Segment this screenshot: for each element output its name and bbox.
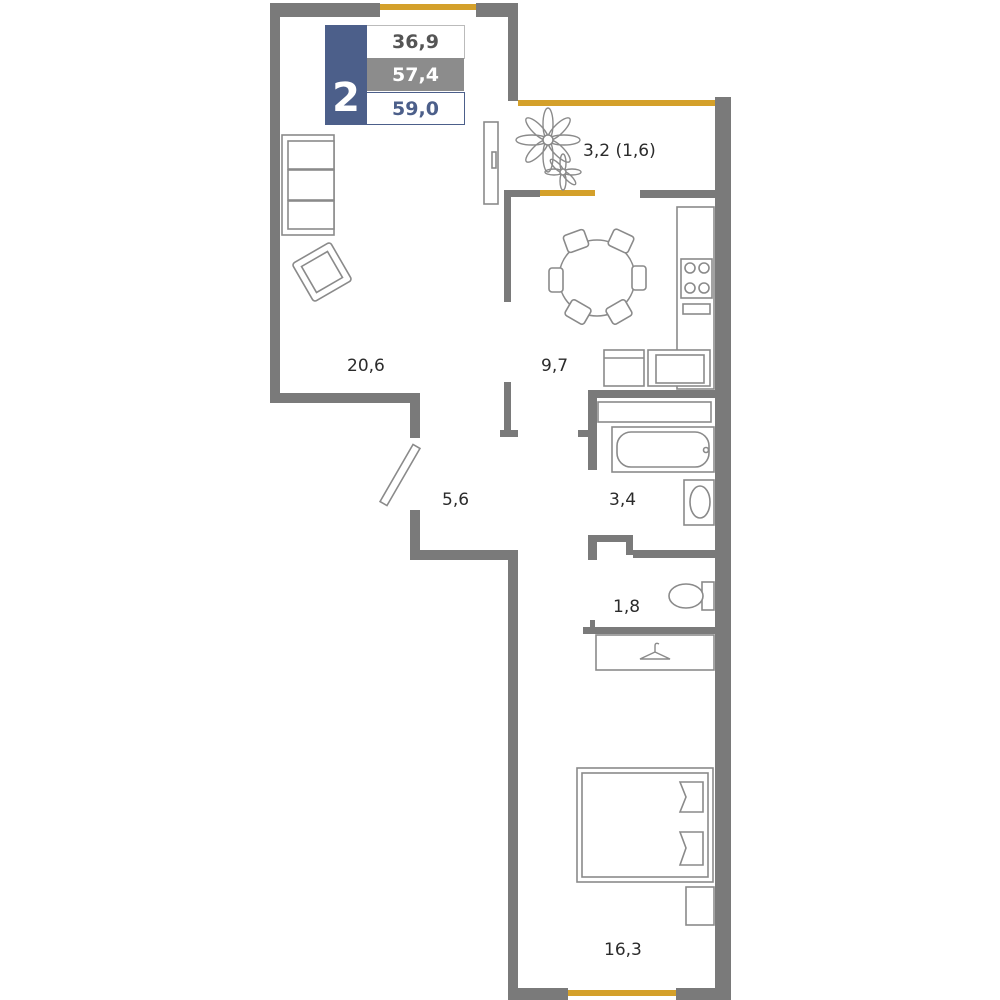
bedroom-area: 16,3 bbox=[604, 940, 642, 960]
kitchen-counter bbox=[603, 206, 715, 390]
bathroom-area: 3,4 bbox=[609, 490, 636, 510]
kitchen-area: 9,7 bbox=[541, 356, 568, 376]
room-count: 2 bbox=[325, 25, 367, 125]
walls bbox=[270, 3, 731, 1000]
tv-stand bbox=[483, 121, 499, 205]
total-with-balcony-value: 59,0 bbox=[367, 92, 465, 125]
total-area-value: 57,4 bbox=[367, 58, 464, 91]
bed bbox=[576, 767, 714, 883]
living-room-area: 20,6 bbox=[347, 356, 385, 376]
balcony-area: 3,2 (1,6) bbox=[583, 141, 656, 161]
windows bbox=[380, 4, 715, 996]
wardrobe bbox=[595, 634, 715, 671]
nightstand bbox=[685, 886, 715, 926]
sink bbox=[683, 479, 715, 526]
toilet-area: 1,8 bbox=[613, 597, 640, 617]
hallway-area: 5,6 bbox=[442, 490, 469, 510]
toilet bbox=[668, 581, 715, 611]
living-area-value: 36,9 bbox=[367, 25, 465, 59]
sofa bbox=[281, 134, 335, 236]
bathtub bbox=[597, 401, 715, 473]
armchair bbox=[292, 242, 352, 302]
plant-icon bbox=[515, 107, 582, 191]
dining-table bbox=[548, 228, 647, 325]
entrance-door[interactable] bbox=[378, 443, 422, 507]
area-badge: 2 36,9 57,4 59,0 bbox=[325, 25, 466, 125]
